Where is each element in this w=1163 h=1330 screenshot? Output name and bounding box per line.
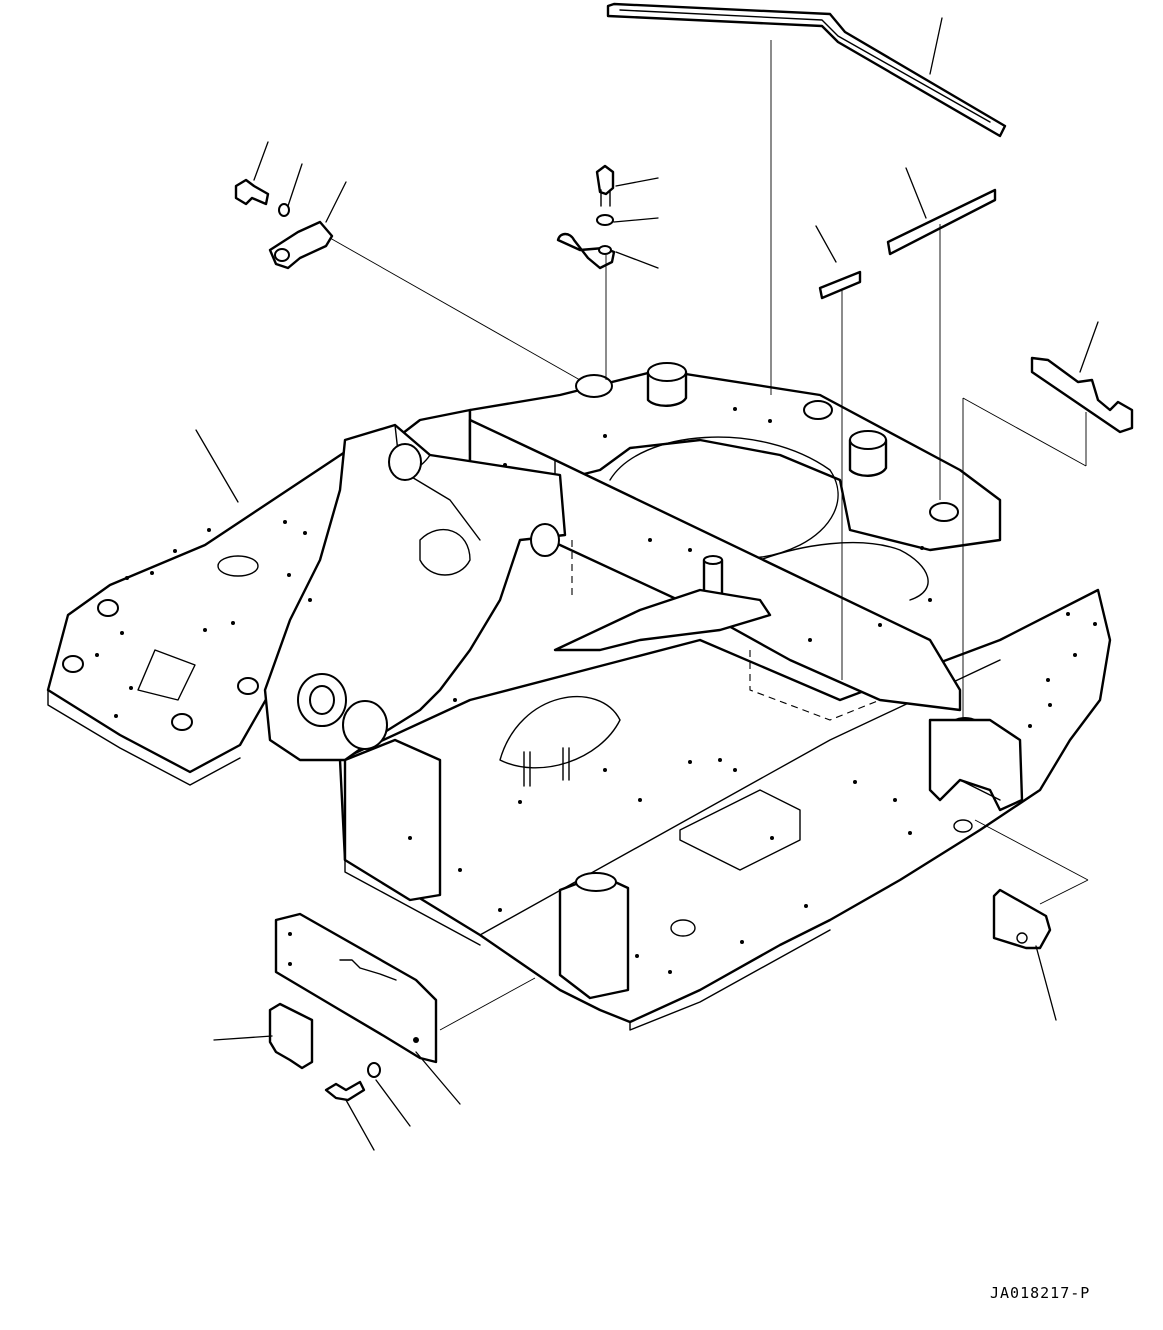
revolving-frame	[46, 362, 1112, 1031]
bolt-top-left	[234, 178, 270, 206]
assembly-lines	[329, 40, 1089, 1031]
washer-bottom	[367, 1062, 381, 1078]
stay-plate-front-left	[274, 912, 438, 1064]
bar-stock-long	[886, 188, 997, 256]
stepped-block-right	[1030, 356, 1134, 434]
bent-plate-strip	[606, 2, 1007, 138]
bolt-bottom	[324, 1080, 366, 1102]
leader-lines	[195, 17, 1099, 1151]
bolt-top-center	[595, 164, 615, 207]
drawing-code-label: JA018217-P	[990, 1284, 1091, 1302]
bar-stock-short	[818, 270, 862, 300]
bracket-top-left	[268, 220, 334, 270]
washer-top-center	[596, 214, 614, 226]
clip-block-front-left	[268, 1002, 314, 1070]
hook-plate-top-center	[556, 232, 616, 270]
frame-bolt-holes	[95, 407, 1097, 974]
washer-top-left	[278, 203, 290, 217]
bracket-right-front	[992, 888, 1052, 950]
